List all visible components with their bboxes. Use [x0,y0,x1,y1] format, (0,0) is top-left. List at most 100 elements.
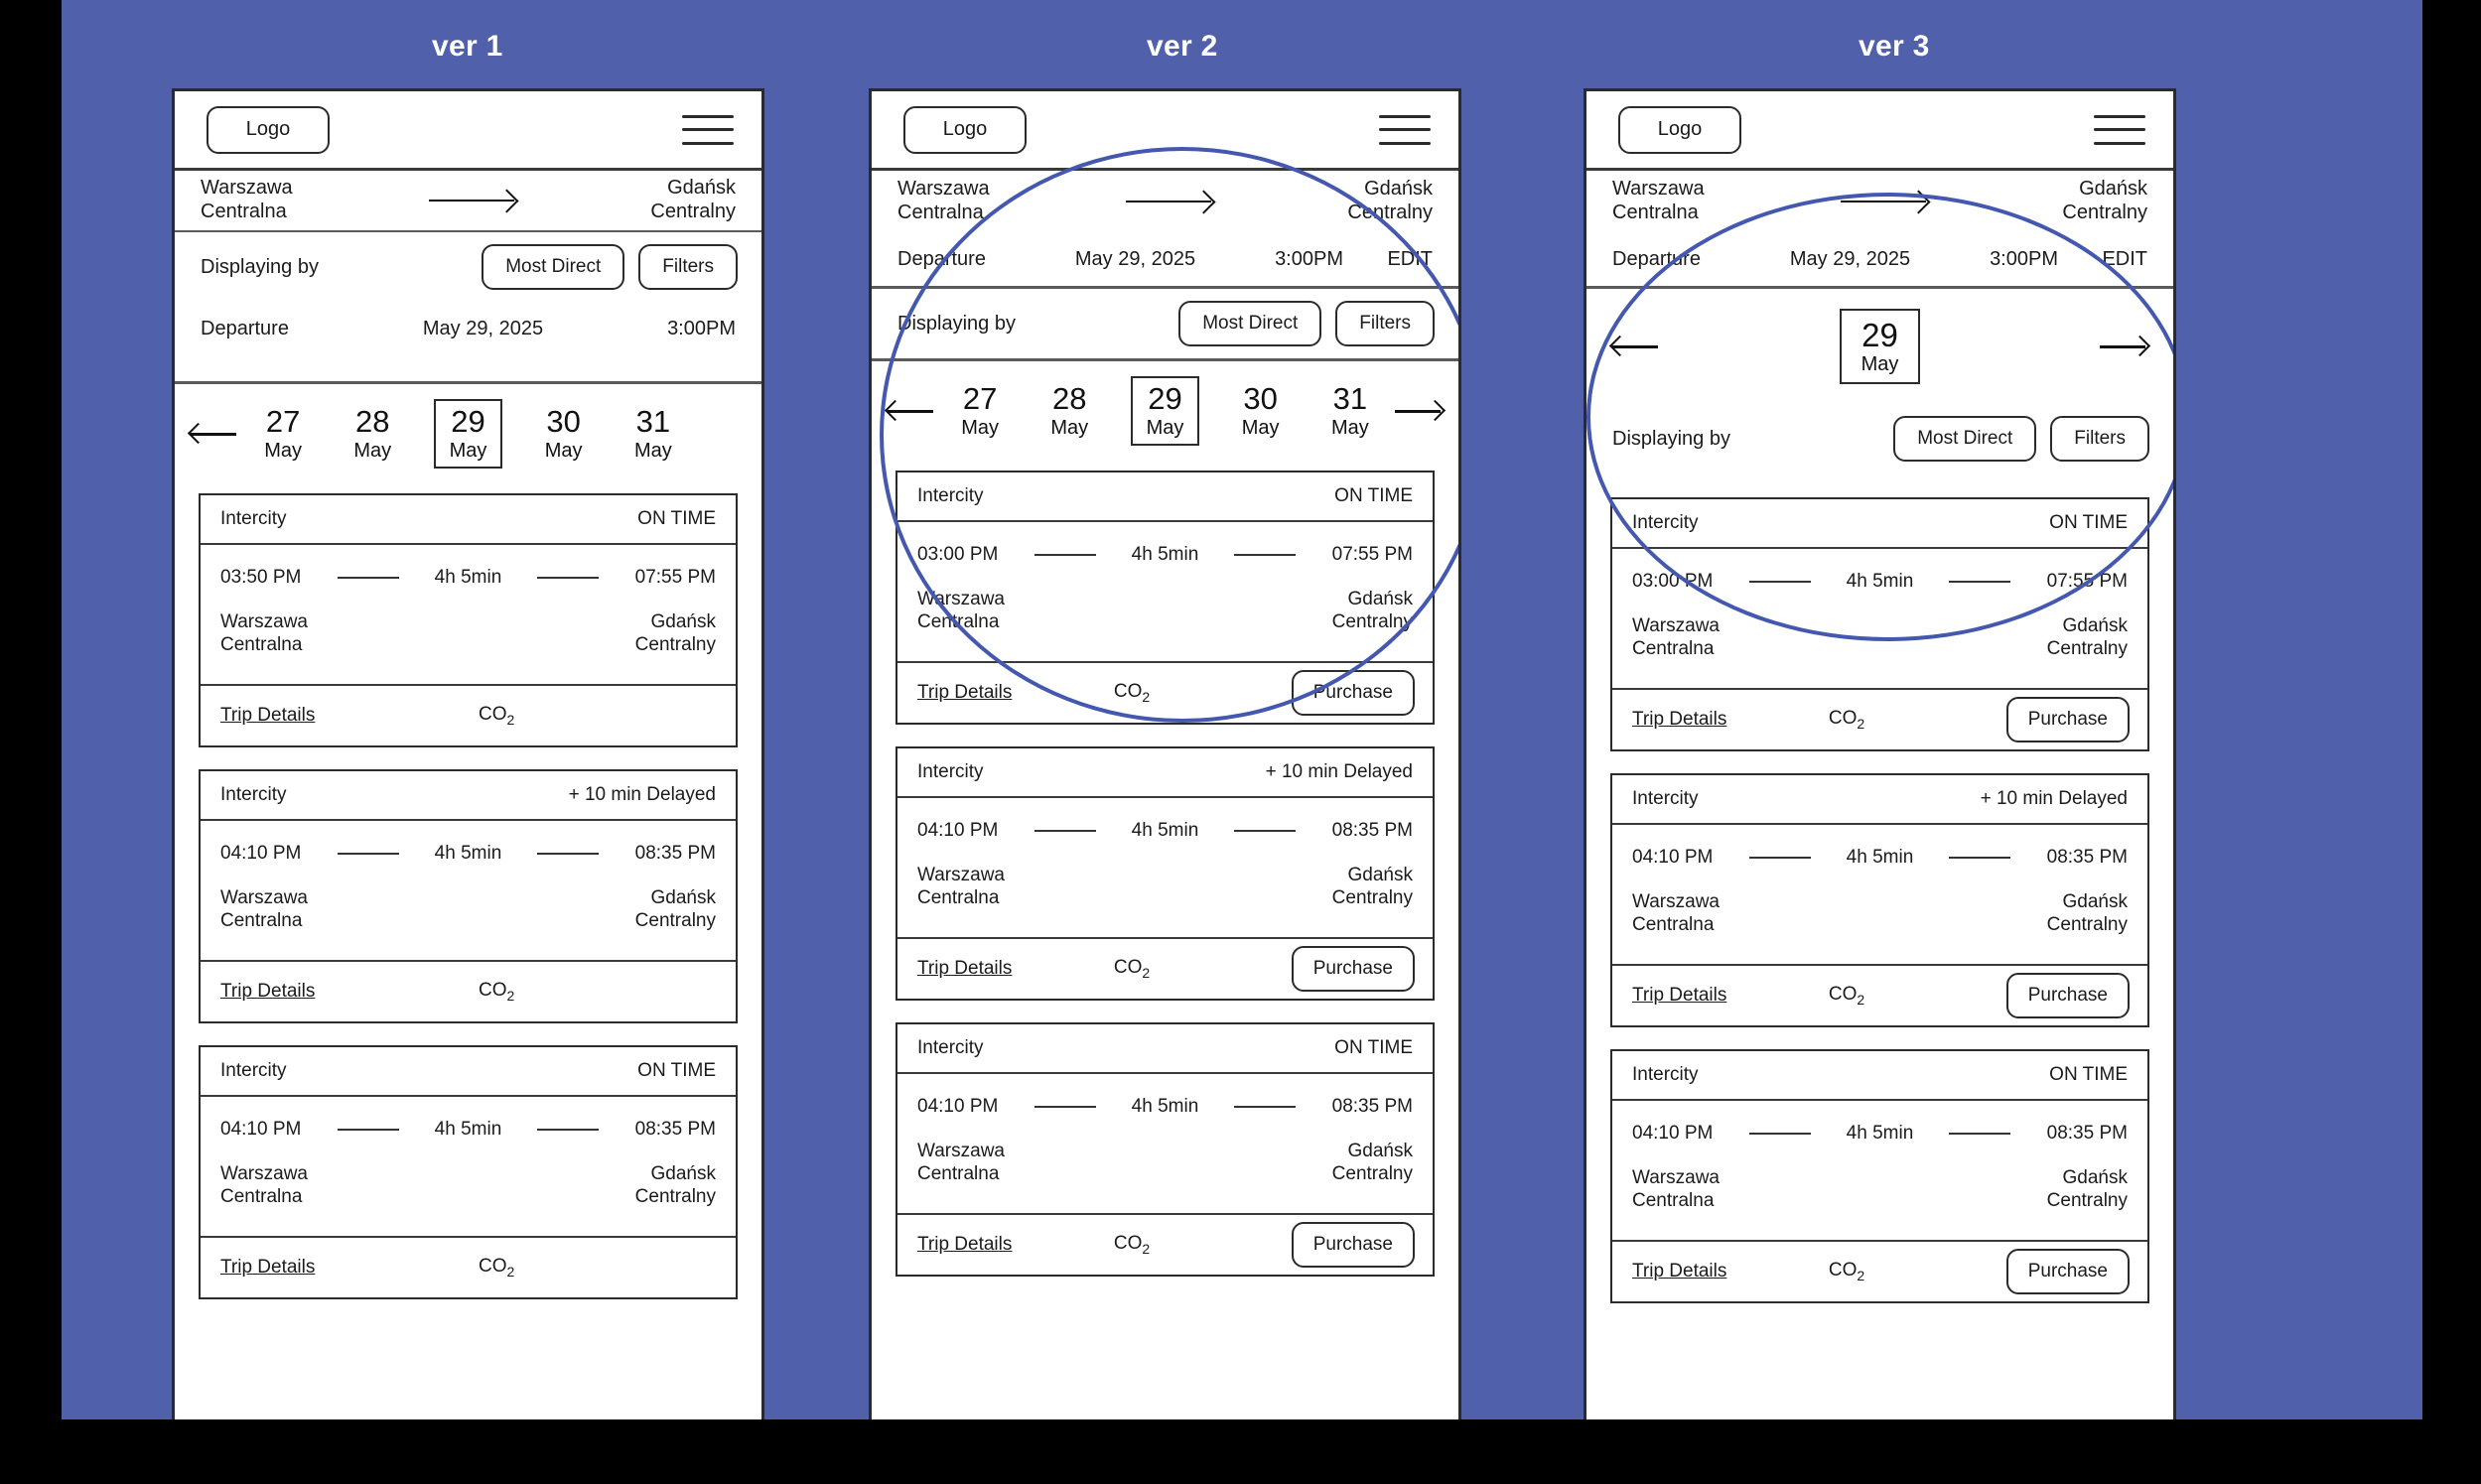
destination-line-1: Gdańsk [1364,178,1433,201]
trip-details-link[interactable]: Trip Details [917,958,1013,979]
departure-time[interactable]: 3:00PM [667,317,736,339]
arrow-right-icon [429,200,514,202]
trip-details-link[interactable]: Trip Details [1632,1261,1727,1282]
hamburger-icon[interactable] [682,112,734,148]
card-origin-line-2: Centralna [917,611,1000,633]
card-origin-line-1: Warszawa [917,1141,1005,1161]
trip-details-link[interactable]: Trip Details [917,1234,1013,1255]
card-origin-line-2: Centralna [917,887,1000,909]
next-day-arrow-icon[interactable] [2099,334,2151,359]
arrow-shaft [191,433,236,436]
date-number: 31 [1332,381,1368,417]
train-card-header: Intercity+ 10 min Delayed [897,748,1433,798]
co2-subscript: 2 [1857,991,1865,1008]
arrival-time-value: 07:55 PM [2046,571,2128,592]
arrival-time-value: 08:35 PM [634,1119,716,1140]
trip-details-link[interactable]: Trip Details [220,705,316,726]
duration-value: 4h 5min [434,567,502,588]
purchase-button[interactable]: Purchase [2005,1249,2130,1294]
logo-button[interactable]: Logo [903,105,1027,154]
section-divider [175,381,761,384]
purchase-button[interactable]: Purchase [2005,973,2130,1018]
co2-label: CO2 [1828,1260,1865,1283]
purchase-button[interactable]: Purchase [2005,697,2130,742]
logo-button[interactable]: Logo [1618,105,1741,154]
operator-name: Intercity [220,784,287,805]
operator-name: Intercity [1632,788,1699,809]
card-destination-line-2: Centralny [1331,1163,1413,1185]
trip-details-link[interactable]: Trip Details [220,1257,316,1278]
edit-link[interactable]: EDIT [2102,247,2147,270]
hamburger-icon[interactable] [2094,112,2145,148]
app-top-bar: Logo [1586,91,2173,171]
trip-details-link[interactable]: Trip Details [220,981,316,1002]
date-month: May [1146,417,1184,440]
prev-day-arrow-icon[interactable] [187,421,238,447]
time-connector-line [337,1129,399,1131]
most-direct-button[interactable]: Most Direct [1178,301,1322,346]
co2-label: CO2 [1113,681,1151,705]
hamburger-line [1379,114,1431,118]
purchase-button[interactable]: Purchase [1291,1222,1415,1268]
duration-value: 4h 5min [1846,571,1914,592]
prev-day-arrow-icon[interactable] [884,398,935,424]
spacer [175,355,761,381]
next-day-arrow-icon[interactable] [1395,398,1447,424]
co2-label: CO2 [479,980,515,1004]
origin-line-2: Centralna [201,201,287,222]
purchase-button[interactable]: Purchase [1291,946,1415,992]
filters-button[interactable]: Filters [638,244,738,290]
prev-day-arrow-icon[interactable] [1608,334,1660,359]
co2-subscript: 2 [1142,1240,1151,1257]
logo-button[interactable]: Logo [207,105,330,154]
departure-time-value: 04:10 PM [220,843,302,864]
most-direct-button[interactable]: Most Direct [482,244,625,290]
status-badge: ON TIME [1334,1037,1413,1058]
trip-details-link[interactable]: Trip Details [1632,985,1727,1006]
train-card-footer: Trip Details CO2 Purchase [1612,1240,2147,1301]
filters-button[interactable]: Filters [2050,416,2149,462]
hamburger-icon[interactable] [1379,112,1431,148]
trip-details-link[interactable]: Trip Details [1632,709,1727,730]
departure-date[interactable]: May 29, 2025 [422,317,544,339]
time-connector-line [337,853,399,855]
time-connector-line [537,853,600,855]
operator-name: Intercity [220,508,287,529]
arrival-time-value: 08:35 PM [2046,1123,2128,1144]
filters-button[interactable]: Filters [1335,301,1435,346]
departure-label: Departure [897,247,986,270]
most-direct-button[interactable]: Most Direct [1893,416,2037,462]
duration-value: 4h 5min [1846,847,1914,868]
edit-link[interactable]: EDIT [1387,247,1433,270]
duration-value: 4h 5min [434,1119,502,1140]
trip-details-link[interactable]: Trip Details [917,682,1013,703]
date-number: 28 [355,404,390,440]
purchase-button[interactable]: Purchase [1291,670,1415,716]
